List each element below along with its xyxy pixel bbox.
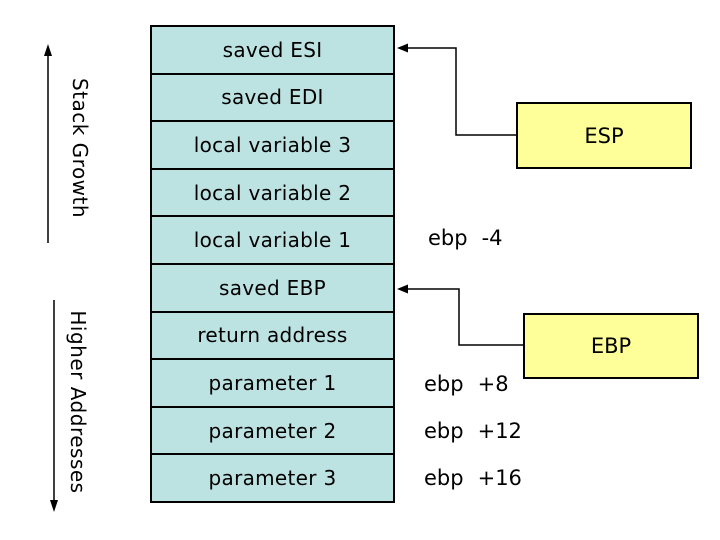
stack-cell-return-address: return address	[152, 312, 393, 361]
stack-growth-label: Stack Growth	[68, 77, 92, 219]
offset-label-ebp-plus12: ebp +12	[424, 419, 522, 443]
stack-cell-local-var-1: local variable 1	[152, 217, 393, 265]
stack-cell-saved-esi: saved ESI	[152, 27, 393, 75]
stack-cell-saved-edi: saved EDI	[152, 74, 393, 123]
ebp-register-box: EBP	[523, 313, 699, 379]
stack-memory-table: saved ESI saved EDI local variable 3 loc…	[150, 25, 395, 503]
stack-cell-parameter-1: parameter 1	[152, 360, 393, 408]
stack-growth-arrow	[44, 44, 52, 243]
offset-label-ebp-plus16: ebp +16	[424, 466, 522, 490]
higher-addresses-label: Higher Addresses	[66, 310, 90, 494]
ebp-pointer-arrow	[397, 284, 523, 346]
esp-register-box: ESP	[516, 102, 692, 169]
esp-register-label: ESP	[584, 123, 624, 148]
stack-cell-local-var-3: local variable 3	[152, 122, 393, 170]
offset-label-ebp-minus4: ebp -4	[428, 226, 503, 250]
higher-addresses-arrow	[50, 300, 58, 512]
ebp-register-label: EBP	[590, 334, 632, 358]
esp-pointer-arrow	[397, 43, 516, 136]
offset-label-ebp-plus8: ebp +8	[424, 372, 509, 396]
stack-cell-saved-ebp: saved EBP	[152, 264, 393, 313]
stack-cell-local-var-2: local variable 2	[152, 169, 393, 218]
stack-cell-parameter-3: parameter 3	[152, 455, 393, 501]
stack-cell-parameter-2: parameter 2	[152, 407, 393, 456]
